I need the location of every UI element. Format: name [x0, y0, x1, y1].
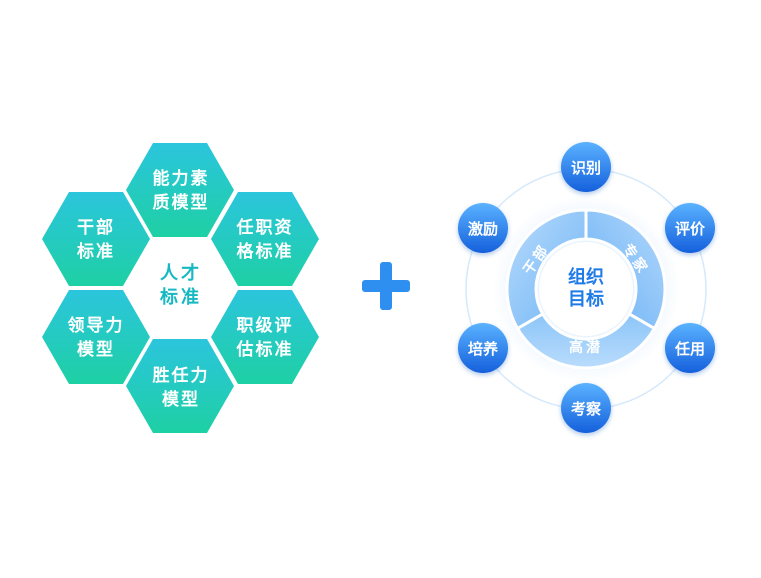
core-goal-line2: 目标	[568, 288, 604, 310]
ring-segment-cadre	[505, 208, 588, 331]
center-talent-line1: 人才	[160, 262, 202, 284]
hex-competency-model-line1: 能力素	[153, 168, 210, 189]
node-appoint-label: 任用	[674, 340, 705, 358]
talent-standard-cluster: 能力素 质模型 任职资 格标准 职级评 估标准 胜任力 模型 领导力 模型	[42, 143, 319, 433]
hex-qualification-standard-line2: 格标准	[237, 241, 294, 262]
ring-segment-expert	[584, 208, 667, 331]
node-appoint: 任用	[665, 323, 715, 373]
core-circle	[539, 242, 633, 336]
ring-segment-potential	[515, 311, 657, 370]
hex-qualification-standard-line1: 任职资	[236, 217, 294, 238]
node-examine: 考察	[561, 383, 611, 433]
hex-cadre-standard-line2: 标准	[77, 241, 115, 262]
plus-sign	[362, 262, 410, 310]
hex-competence-model-line1: 胜任力	[153, 365, 210, 386]
hex-grade-evaluation-standard: 职级评 估标准	[211, 290, 319, 384]
ring-label-potential: 高潜	[569, 339, 603, 356]
hex-competence-model-line2: 模型	[162, 389, 200, 410]
hex-leadership-model-line1: 领导力	[68, 315, 125, 336]
organization-goal-diagram: 干部 专家 高潜 组织 目标 识别 评价 任用 考察 培养	[458, 142, 715, 433]
node-cultivate-label: 培养	[468, 340, 499, 358]
hex-cadre-standard: 干部 标准	[42, 192, 150, 286]
center-talent-line2: 标准	[159, 286, 202, 308]
core-goal-line1: 组织	[568, 266, 604, 288]
node-motivate: 激励	[458, 203, 508, 253]
node-identify-label: 识别	[571, 159, 601, 177]
hex-competency-model: 能力素 质模型	[126, 143, 234, 237]
node-examine-label: 考察	[571, 400, 602, 418]
node-cultivate: 培养	[458, 323, 508, 373]
hex-competency-model-line2: 质模型	[153, 192, 210, 213]
hex-grade-evaluation-standard-line2: 估标准	[236, 339, 294, 360]
hex-grade-evaluation-standard-line1: 职级评	[237, 315, 294, 336]
hex-cadre-standard-line1: 干部	[77, 217, 115, 238]
hex-leadership-model-line2: 模型	[77, 339, 115, 360]
node-evaluate: 评价	[665, 203, 715, 253]
hex-competence-model: 胜任力 模型	[126, 339, 234, 433]
node-evaluate-label: 评价	[675, 220, 706, 238]
hex-qualification-standard: 任职资 格标准	[211, 192, 319, 286]
node-identify: 识别	[561, 142, 611, 192]
node-motivate-label: 激励	[468, 220, 498, 238]
hex-leadership-model: 领导力 模型	[42, 290, 150, 384]
